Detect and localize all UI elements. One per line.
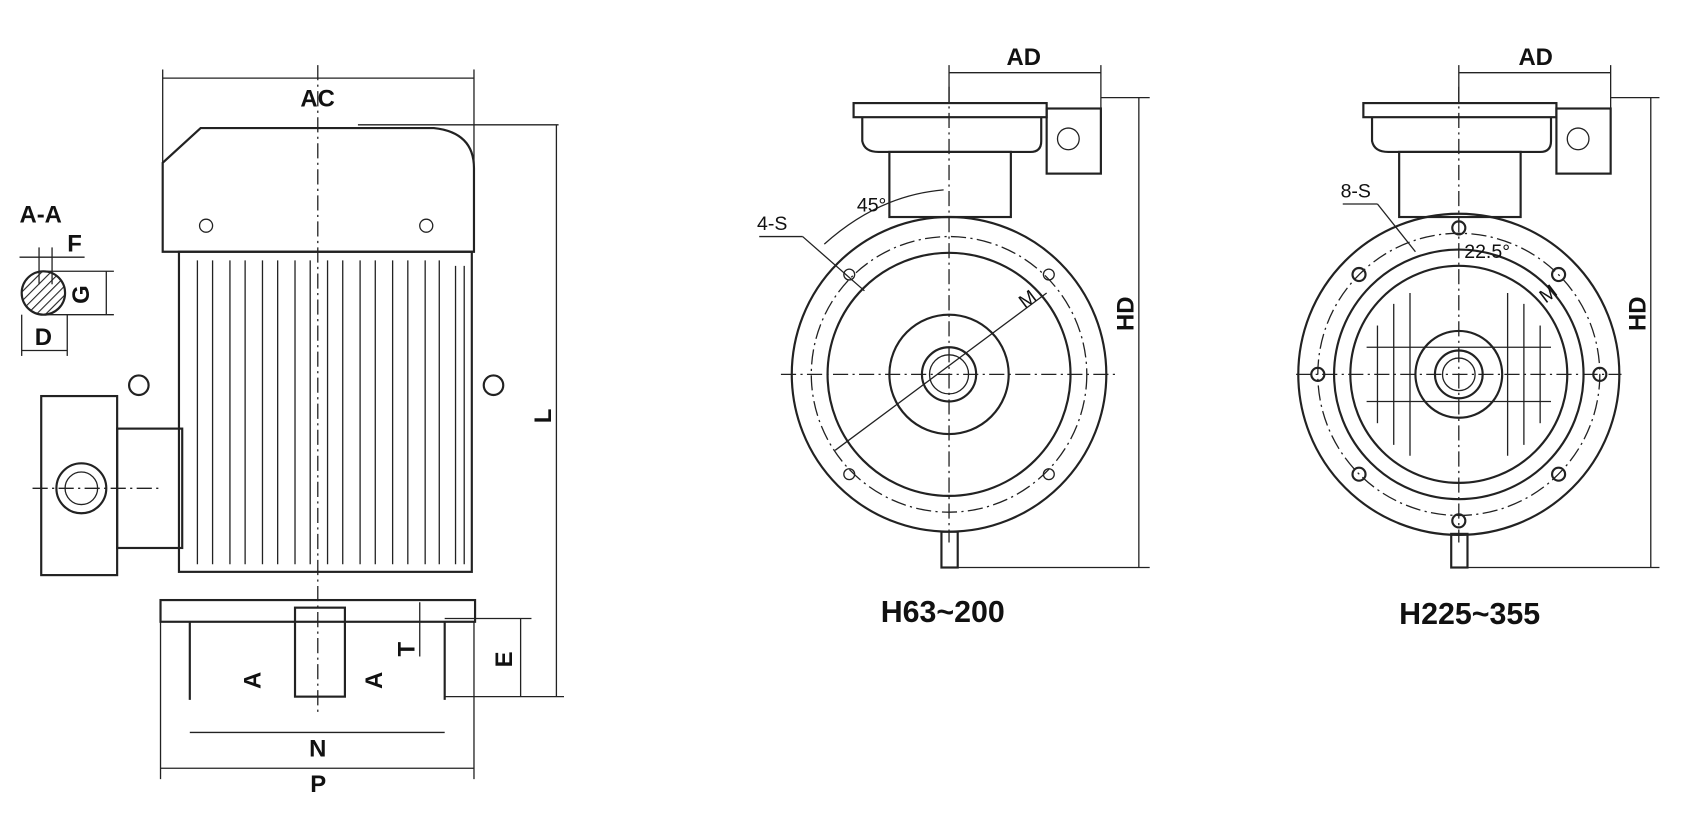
section-mark-right: A (361, 672, 388, 689)
lifting-eye-right (482, 374, 505, 397)
dim-n-label: N (309, 735, 326, 762)
angle-label: 45° (857, 195, 887, 217)
dim-l-label: L (530, 409, 557, 424)
caption-h225-355: H225~355 (1399, 598, 1540, 631)
motor-body (177, 250, 473, 573)
flange-bolts (1310, 220, 1608, 529)
side-view: A-A F G D AC (19, 65, 564, 798)
cooling-fins (196, 260, 465, 565)
dim-f-label: F (67, 231, 82, 258)
dim-g-label: G (68, 285, 95, 304)
holes-label: 4-S (757, 213, 787, 235)
dim-hd-label: HD (1624, 296, 1651, 330)
shaft (293, 606, 346, 698)
front-view-h225-355: AD 8-S 22.5° M HD H225~355 (1296, 44, 1660, 631)
fan-cover (161, 126, 476, 253)
dim-t-label: T (393, 641, 420, 656)
front-view-h63-200: AD M 4-S 45° HD H63~200 (757, 44, 1150, 629)
holes-label: 8-S (1341, 180, 1371, 202)
dim-e-label: E (491, 651, 518, 667)
caption-h63-200: H63~200 (881, 596, 1005, 629)
dim-m-label: M (1535, 280, 1561, 307)
dim-p-label: P (310, 771, 326, 798)
lifting-eye-left (127, 374, 150, 397)
section-label: A-A (20, 201, 62, 228)
section-mark-left: A (239, 672, 266, 689)
dim-d-label: D (35, 324, 52, 351)
cable-gland (1045, 107, 1102, 175)
cable-gland (1555, 107, 1612, 175)
shaft-section-aa: A-A F G D (19, 201, 114, 356)
dim-ad-label: AD (1518, 44, 1552, 71)
angle-label: 22.5° (1464, 241, 1510, 263)
dim-hd-label: HD (1112, 296, 1139, 330)
dim-ad-label: AD (1007, 44, 1041, 71)
